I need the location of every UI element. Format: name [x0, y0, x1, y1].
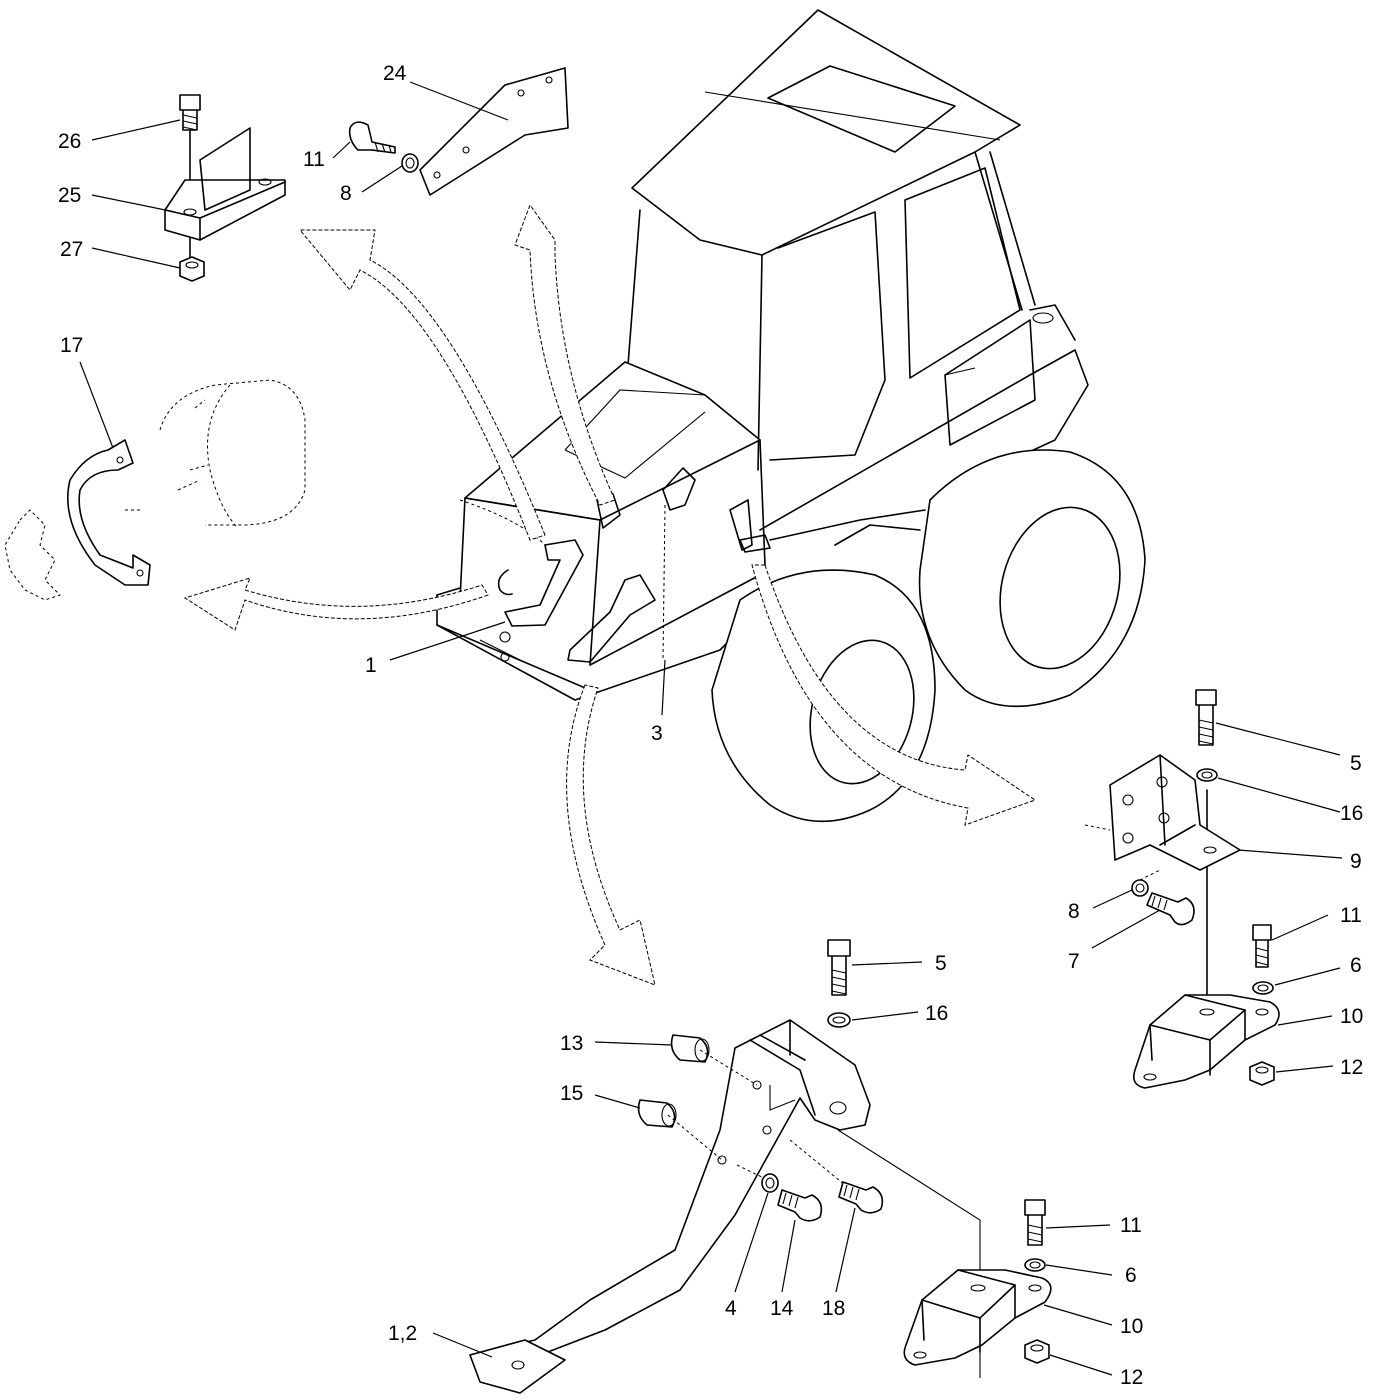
strap-17-group: [4, 379, 306, 601]
callout-6: 6: [1125, 1264, 1137, 1287]
callout-25: 25: [58, 184, 81, 207]
bracket-1-2-group: [469, 939, 1052, 1394]
callout-16: 16: [925, 1002, 948, 1025]
callout-labels: 26 25 27 24 11 8 17 1 3 5 16 9 8 7 11 6 …: [58, 62, 1363, 1389]
callout-5: 5: [935, 952, 947, 975]
callout-11: 11: [303, 148, 325, 171]
callout-3: 3: [651, 722, 663, 745]
callout-1: 1: [365, 654, 377, 677]
callout-11: 11: [1340, 904, 1362, 927]
callout-7: 7: [1068, 950, 1080, 973]
callout-4: 4: [725, 1297, 737, 1320]
callout-18: 18: [822, 1297, 845, 1320]
transfer-arrows: [183, 203, 1037, 986]
callout-17: 17: [60, 334, 83, 357]
callout-5: 5: [1350, 752, 1362, 775]
callout-27: 27: [60, 238, 83, 261]
callout-11: 11: [1120, 1214, 1142, 1237]
callout-13: 13: [560, 1032, 583, 1055]
callout-14: 14: [770, 1297, 794, 1320]
callout-16: 16: [1340, 802, 1363, 825]
callout-9: 9: [1350, 850, 1362, 873]
callout-15: 15: [560, 1082, 583, 1105]
callout-24: 24: [383, 62, 407, 85]
callout-12: 12: [1340, 1056, 1363, 1079]
callout-26: 26: [58, 130, 81, 153]
callout-10: 10: [1340, 1005, 1363, 1028]
leader-lines: [79, 81, 1343, 1376]
callout-10: 10: [1120, 1315, 1143, 1338]
bracket-9-group: [1084, 689, 1280, 1089]
callout-12: 12: [1120, 1366, 1143, 1389]
callout-8: 8: [1068, 900, 1080, 923]
callout-6: 6: [1350, 954, 1362, 977]
callout-8: 8: [340, 182, 352, 205]
callout-1-2: 1,2: [388, 1322, 417, 1345]
bracket-25-group: [164, 94, 286, 282]
plate-24: [348, 67, 569, 196]
